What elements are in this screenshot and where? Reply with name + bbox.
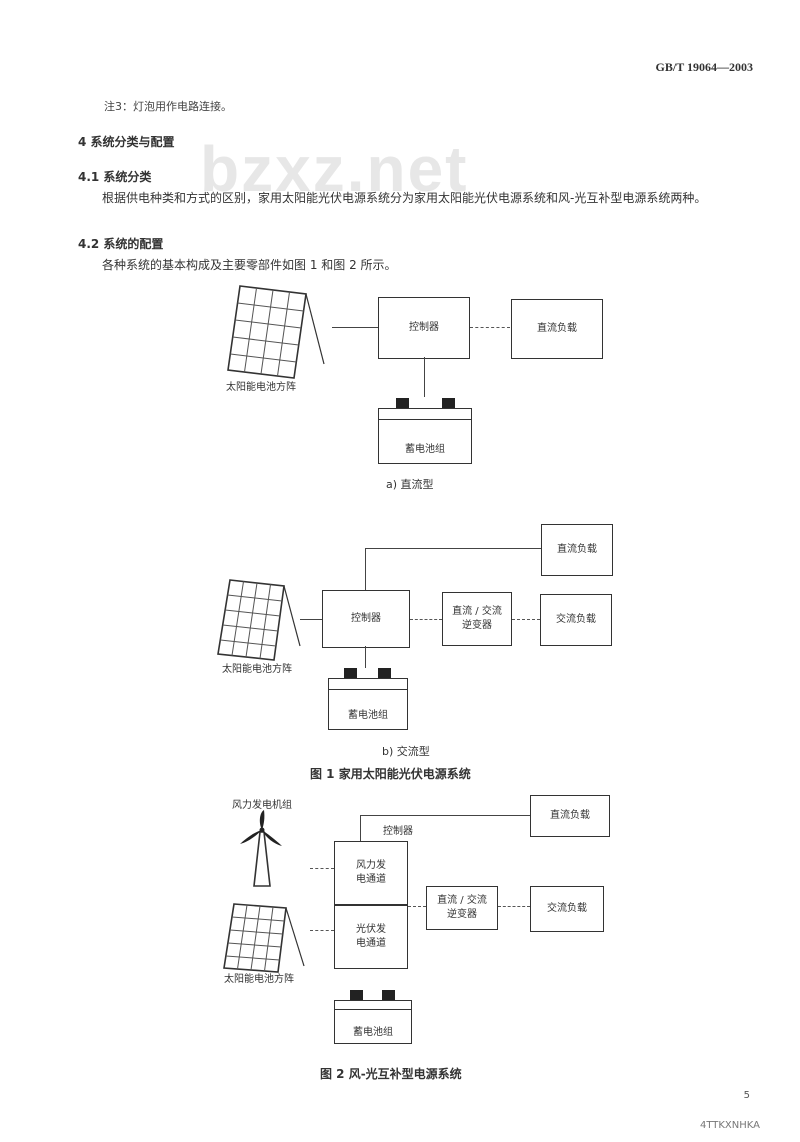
battery-box: 蓄电池组 bbox=[328, 678, 408, 730]
connector-line bbox=[408, 906, 426, 907]
connector-line bbox=[300, 619, 322, 620]
figure-1-title: 图 1 家用太阳能光伏电源系统 bbox=[310, 767, 471, 781]
solar-array-label: 太阳能电池方阵 bbox=[224, 974, 294, 985]
section-4-heading: 4 系统分类与配置 bbox=[78, 135, 175, 149]
battery-band bbox=[329, 689, 407, 690]
standard-number: GB/T 19064—2003 bbox=[655, 60, 753, 74]
solar-panel-icon bbox=[223, 903, 305, 973]
connector-line bbox=[424, 357, 425, 397]
section-4-2-paragraph: 各种系统的基本构成及主要零部件如图 1 和图 2 所示。 bbox=[102, 258, 397, 272]
ac-load-box: 交流负载 bbox=[540, 594, 612, 646]
battery-label: 蓄电池组 bbox=[348, 710, 388, 721]
solar-panel-icon bbox=[217, 579, 301, 661]
connector-line bbox=[310, 930, 334, 931]
connector-line bbox=[310, 868, 334, 869]
footer-mark: 4TTKXNHKA bbox=[699, 1120, 760, 1131]
connector-line bbox=[365, 548, 541, 549]
solar-panel-icon bbox=[227, 285, 325, 379]
battery-label: 蓄电池组 bbox=[405, 444, 445, 455]
wind-channel-box: 风力发 电通道 bbox=[334, 841, 408, 905]
controller-box: 控制器 bbox=[378, 297, 470, 359]
battery-label: 蓄电池组 bbox=[353, 1027, 393, 1038]
watermark: bzxz.net bbox=[200, 133, 469, 205]
solar-array-label: 太阳能电池方阵 bbox=[226, 382, 296, 393]
battery-terminal bbox=[442, 398, 455, 408]
wind-turbine-icon bbox=[240, 810, 282, 887]
connector-line bbox=[512, 619, 540, 620]
controller-label: 控制器 bbox=[383, 826, 413, 837]
dc-load-box: 直流负载 bbox=[541, 524, 613, 576]
battery-terminal bbox=[378, 668, 391, 678]
section-4-1-heading: 4.1 系统分类 bbox=[78, 170, 152, 184]
connector-line bbox=[498, 906, 530, 907]
battery-band bbox=[379, 419, 471, 420]
ac-load-box: 交流负载 bbox=[530, 886, 604, 932]
figure-2-title: 图 2 风-光互补型电源系统 bbox=[320, 1067, 462, 1081]
pv-channel-box: 光伏发 电通道 bbox=[334, 905, 408, 969]
section-4-2-heading: 4.2 系统的配置 bbox=[78, 237, 164, 251]
connector-line bbox=[410, 619, 442, 620]
connector-line bbox=[332, 327, 378, 328]
page-number: 5 bbox=[743, 1090, 750, 1101]
figure-1a-caption: a) 直流型 bbox=[386, 478, 434, 491]
section-4-1-paragraph: 根据供电种类和方式的区别，家用太阳能光伏电源系统分为家用太阳能光伏电源系统和风-… bbox=[102, 191, 707, 205]
battery-band bbox=[335, 1009, 411, 1010]
battery-terminal bbox=[396, 398, 409, 408]
connector-line bbox=[365, 646, 366, 668]
dc-load-box: 直流负载 bbox=[511, 299, 603, 359]
connector-line bbox=[365, 548, 366, 590]
controller-box: 控制器 bbox=[322, 590, 410, 648]
note-text: 注3：灯泡用作电路连接。 bbox=[104, 100, 232, 113]
inverter-box: 直流 / 交流 逆变器 bbox=[426, 886, 498, 930]
connector-line bbox=[470, 327, 510, 328]
battery-box: 蓄电池组 bbox=[334, 1000, 412, 1044]
dc-load-box: 直流负载 bbox=[530, 795, 610, 837]
solar-array-label: 太阳能电池方阵 bbox=[222, 664, 292, 675]
connector-line bbox=[360, 815, 361, 841]
battery-terminal bbox=[382, 990, 395, 1000]
wind-turbine-label: 风力发电机组 bbox=[232, 800, 292, 811]
battery-terminal bbox=[350, 990, 363, 1000]
connector-line bbox=[360, 815, 530, 816]
inverter-box: 直流 / 交流 逆变器 bbox=[442, 592, 512, 646]
figure-1b-caption: b) 交流型 bbox=[382, 745, 430, 758]
battery-box: 蓄电池组 bbox=[378, 408, 472, 464]
battery-terminal bbox=[344, 668, 357, 678]
